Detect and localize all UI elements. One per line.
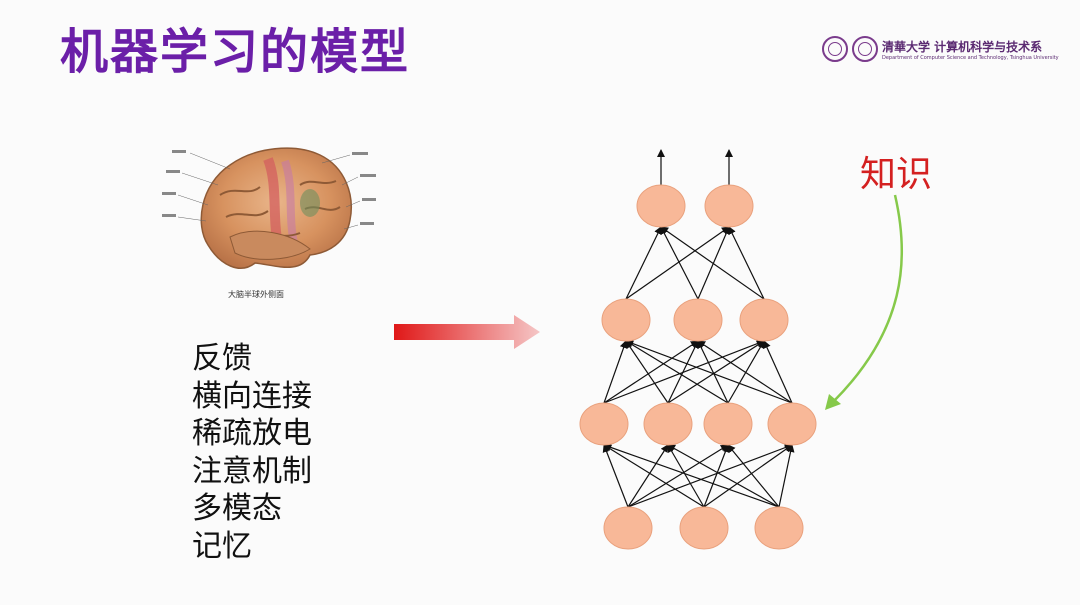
feature-item: 反馈 bbox=[192, 341, 252, 376]
network-connection bbox=[627, 444, 729, 508]
brain-diagram bbox=[162, 147, 376, 269]
network-connection bbox=[625, 339, 793, 404]
university-logo: 清華大学 计算机科学与技术系 Department of Computer Sc… bbox=[822, 36, 1059, 68]
network-nodes bbox=[579, 184, 817, 550]
network-connection bbox=[603, 340, 628, 404]
brain-insula bbox=[300, 189, 320, 217]
network-node bbox=[673, 298, 723, 342]
university-seal-icon bbox=[822, 36, 848, 62]
feature-list: 反馈 横向连接 稀疏放电 注意机制 多模态 记忆 bbox=[192, 340, 312, 565]
network-connection bbox=[703, 444, 730, 508]
neural-network-diagram bbox=[579, 149, 817, 550]
feature-item: 稀疏放电 bbox=[192, 416, 312, 451]
network-connections bbox=[602, 149, 795, 508]
network-connection bbox=[625, 226, 662, 300]
brain-label-leaders bbox=[177, 152, 361, 230]
brain-label-markers bbox=[162, 150, 376, 225]
network-connection bbox=[625, 340, 669, 404]
knowledge-label: 知识 bbox=[860, 154, 933, 195]
network-connection bbox=[603, 443, 780, 508]
network-connection bbox=[625, 226, 730, 300]
network-node bbox=[603, 506, 653, 550]
network-connection bbox=[603, 339, 765, 404]
network-node bbox=[601, 298, 651, 342]
network-connection bbox=[778, 444, 795, 508]
network-connection bbox=[667, 444, 780, 508]
network-node bbox=[739, 298, 789, 342]
brain-caption: 大脑半球外侧面 bbox=[228, 290, 284, 299]
network-connection bbox=[603, 340, 699, 404]
network-connection bbox=[727, 444, 780, 508]
network-connection bbox=[697, 340, 729, 404]
network-node bbox=[754, 506, 804, 550]
department-english-name: Department of Computer Science and Techn… bbox=[882, 55, 1059, 61]
department-name: 清華大学 计算机科学与技术系 bbox=[882, 40, 1043, 54]
network-node bbox=[636, 184, 686, 228]
network-connection bbox=[625, 340, 729, 404]
network-node bbox=[579, 402, 629, 446]
network-connection bbox=[667, 340, 699, 404]
network-connection bbox=[667, 444, 705, 508]
knowledge-arrow-icon bbox=[825, 194, 904, 410]
flow-arrow-icon bbox=[394, 315, 540, 349]
network-node bbox=[704, 184, 754, 228]
feature-item: 横向连接 bbox=[192, 378, 312, 414]
network-connection bbox=[728, 226, 765, 300]
network-connection bbox=[763, 340, 793, 404]
network-connection bbox=[602, 444, 629, 508]
network-connection bbox=[627, 443, 793, 508]
network-node bbox=[703, 402, 753, 446]
brain-gyri bbox=[219, 180, 341, 237]
network-connection bbox=[660, 226, 699, 300]
network-connection bbox=[667, 340, 765, 404]
network-connection bbox=[703, 444, 793, 508]
network-node bbox=[643, 402, 693, 446]
network-connection bbox=[697, 340, 793, 404]
network-node bbox=[767, 402, 817, 446]
university-emblem-icon bbox=[852, 36, 878, 62]
feature-item: 记忆 bbox=[192, 528, 252, 564]
feature-item: 注意机制 bbox=[192, 453, 312, 489]
network-node bbox=[679, 506, 729, 550]
network-connection bbox=[603, 444, 705, 508]
network-connection bbox=[627, 444, 669, 508]
feature-item: 多模态 bbox=[192, 491, 282, 526]
slide-title: 机器学习的模型 bbox=[60, 24, 411, 80]
brain-temporal-lobe bbox=[229, 230, 311, 260]
network-connection bbox=[660, 226, 765, 300]
